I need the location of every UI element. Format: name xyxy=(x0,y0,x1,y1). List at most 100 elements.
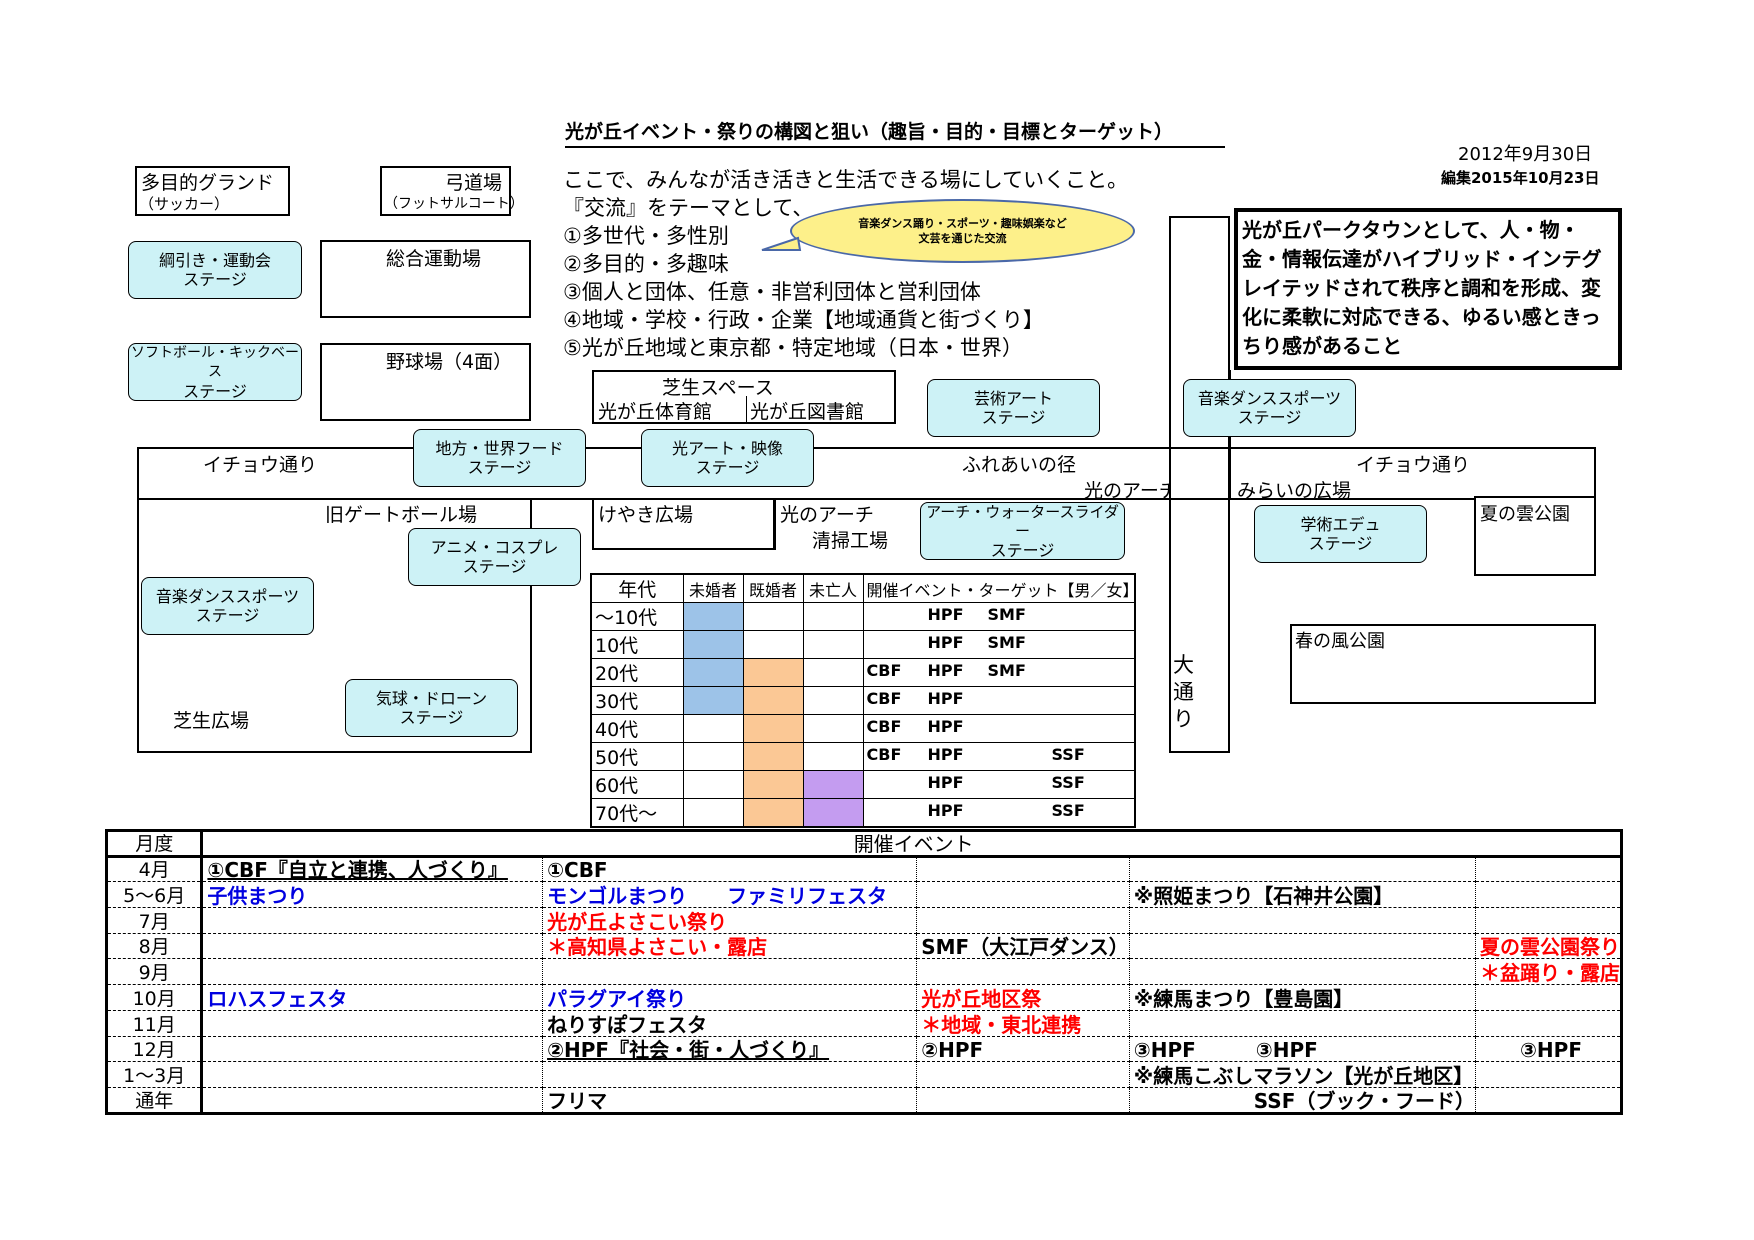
event-tag-cbf: CBF xyxy=(866,661,902,680)
unmarried-cell xyxy=(682,742,744,771)
event-cell xyxy=(916,907,1130,934)
calendar-row: 通年フリマ SSF（ブック・フード） xyxy=(106,1087,1622,1114)
event-cell: ※照姫まつり【石神井公園】 xyxy=(1128,881,1476,909)
header-event: 開催イベント xyxy=(201,830,1622,858)
stage-title: 芸術アート xyxy=(973,389,1054,408)
event-cell: ＊地域・東北連携 xyxy=(916,1010,1130,1037)
stage-title: アーチ・ウォータースライダー xyxy=(926,502,1119,540)
odori-char: 通 xyxy=(1173,680,1194,704)
ground-label: 多目的グランド xyxy=(141,172,275,194)
widowed-cell xyxy=(802,658,864,687)
stage-title: 光アート・映像 xyxy=(671,439,784,458)
event-cell: ③HPF xyxy=(1475,1036,1622,1063)
stage-softball: ソフトボール・キックベースステージ xyxy=(128,343,302,401)
event-cell: パラグアイ祭り xyxy=(542,984,917,1011)
arch-seiso-label: 光のアーチ xyxy=(780,504,874,526)
event-tag-smf: SMF xyxy=(987,605,1026,624)
stage-title: 綱引き・運動会 xyxy=(158,251,271,270)
event-tag-hpf: HPF xyxy=(927,605,964,624)
event-cell xyxy=(1475,856,1622,883)
icho-right-label: イチョウ通り xyxy=(1356,454,1471,476)
event-cell: ②HPF『社会・街・人づくり』 xyxy=(542,1036,917,1063)
divider xyxy=(746,396,747,424)
stage-sub: ステージ xyxy=(695,458,760,477)
calendar-header-row: 月度 開催イベント xyxy=(106,830,1622,858)
odori-cover xyxy=(1171,449,1228,498)
month-cell: 11月 xyxy=(106,1010,204,1037)
intro-line: ①多世代・多性別 xyxy=(563,224,729,248)
lower-left-area xyxy=(137,498,532,753)
age-cell: 60代 xyxy=(590,770,684,799)
library-label: 光が丘図書館 xyxy=(750,401,865,423)
icho-left-label: イチョウ通り xyxy=(203,454,318,476)
event-cell: 夏の雲公園祭り xyxy=(1475,933,1622,960)
gateball-label: 旧ゲートボール場 xyxy=(325,504,478,526)
stage-tsunahiki: 綱引き・運動会ステージ xyxy=(128,241,302,299)
date: 2012年9月30日 xyxy=(1458,144,1593,165)
month-cell: 9月 xyxy=(106,958,204,986)
widowed-cell xyxy=(802,770,864,799)
odori-road xyxy=(1169,216,1230,753)
calendar-row: 5～6月子供まつりモンゴルまつり ファミリフェスタ※照姫まつり【石神井公園】 xyxy=(106,881,1622,909)
age-cell: 70代～ xyxy=(590,798,684,828)
event-cell xyxy=(1128,907,1476,934)
event-cell: モンゴルまつり ファミリフェスタ xyxy=(542,881,917,909)
stage-title: ソフトボール・キックベース xyxy=(131,344,299,380)
shiba-space-label: 芝生スペース xyxy=(662,377,774,399)
header-age: 年代 xyxy=(590,573,684,603)
calendar-row: 10月ロハスフェスタパラグアイ祭り光が丘地区祭※練馬まつり【豊島園】 xyxy=(106,984,1622,1011)
event-tag-hpf: HPF xyxy=(927,689,964,708)
kyudo-box: 弓道場 （フットサルコート） xyxy=(380,166,524,216)
event-tag-cbf: CBF xyxy=(866,689,902,708)
unmarried-cell xyxy=(682,630,744,659)
month-cell: 8月 xyxy=(106,933,204,960)
unmarried-cell xyxy=(682,714,744,743)
unmarried-cell xyxy=(682,770,744,799)
unmarried-cell xyxy=(682,658,744,687)
stage-sub: ステージ xyxy=(195,606,260,625)
stage-sub: ステージ xyxy=(183,381,247,401)
stage-geijutsu: 芸術アートステージ xyxy=(927,379,1100,437)
married-cell xyxy=(742,770,804,799)
event-cell: SSF（ブック・フード） xyxy=(1128,1087,1476,1114)
stage-sub: ステージ xyxy=(467,458,532,477)
intro-line: ③個人と団体、任意・非営利団体と営利団体 xyxy=(563,280,981,304)
event-tag-hpf: HPF xyxy=(927,745,964,764)
event-cell: ロハスフェスタ xyxy=(201,984,543,1011)
natsu-box xyxy=(1474,496,1596,576)
keyaki-label: けやき広場 xyxy=(598,504,694,526)
event-cell xyxy=(1128,958,1476,986)
event-cell xyxy=(1128,933,1476,960)
stage-sub: ステージ xyxy=(981,408,1046,427)
event-cell: ※練馬こぶしマラソン【光が丘地区】 xyxy=(1128,1061,1476,1088)
odori-char: り xyxy=(1173,707,1194,731)
odori-label: 大 通 り xyxy=(1173,652,1194,733)
header-month: 月度 xyxy=(106,830,204,858)
stage-sub: ステージ xyxy=(990,540,1055,560)
event-tag-smf: SMF xyxy=(987,661,1026,680)
event-tag-smf: SMF xyxy=(987,633,1026,652)
stage-art-video: 光アート・映像ステージ xyxy=(641,429,814,487)
yakyu-box: 野球場（4面） xyxy=(320,343,531,421)
intro-line: ②多目的・多趣味 xyxy=(563,252,729,276)
event-cell xyxy=(916,881,1130,909)
header-widowed: 未亡人 xyxy=(802,573,864,603)
bubble-line: 文芸を通じた交流 xyxy=(918,232,1007,245)
event-cell: ②HPF xyxy=(916,1036,1130,1063)
stage-title: 学術エデュ xyxy=(1300,515,1381,534)
intro-line: ④地域・学校・行政・企業【地域通貨と街づくり】 xyxy=(563,308,1044,332)
event-tag-cbf: CBF xyxy=(866,745,902,764)
stage-title: 地方・世界フード xyxy=(435,439,564,458)
event-cell: 子供まつり xyxy=(201,881,543,909)
stage-sub: ステージ xyxy=(1237,408,1302,427)
event-cell xyxy=(201,933,543,960)
event-cell xyxy=(201,1010,543,1037)
